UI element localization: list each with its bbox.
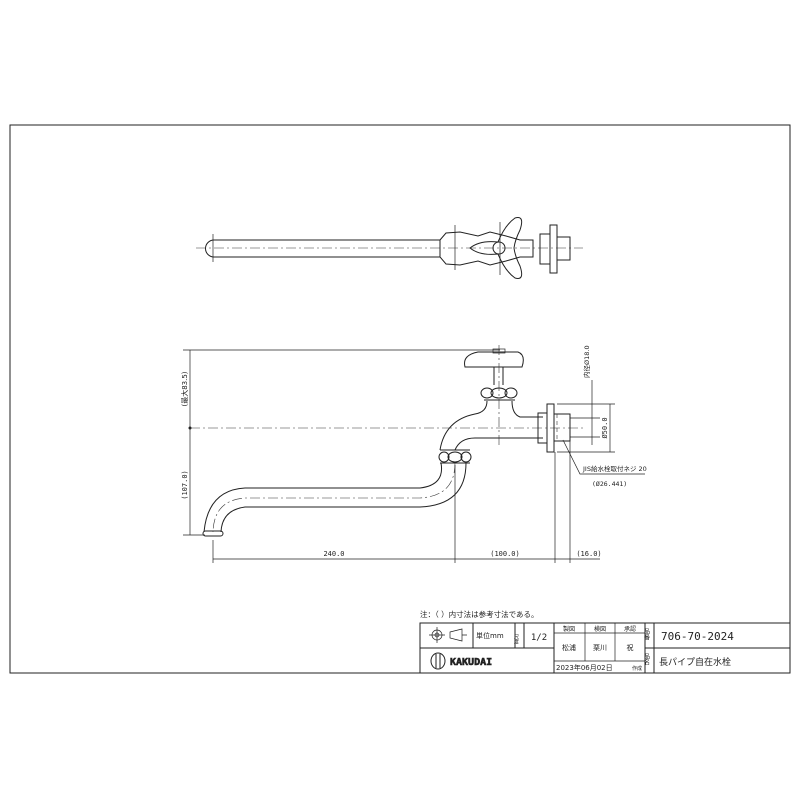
drawn-by: 松浦 [562,643,576,652]
date-suffix: 作成 [632,665,642,672]
approved-by: 祝 [627,643,634,652]
part-name-label: 品名 [643,653,650,666]
part-number: 706-70-2024 [661,630,734,643]
unit-label: 単位mm [476,631,504,640]
title-block: 単位mm 尺度 1/2 製図 検図 承認 松浦 栗川 祝 2023年06月02日… [419,622,791,674]
thread-diameter: (Ø26.441) [592,480,627,488]
dim-height-upper: (最大83.5) [180,371,189,406]
approved-label: 承認 [624,625,636,633]
dim-height-lower: (107.0) [181,470,189,500]
handle-side [464,351,524,368]
dim-spout-length: 240.0 [323,550,344,558]
scale-value: 1/2 [531,633,547,643]
drawn-label: 製図 [563,625,575,633]
kakudai-logo: KAKUDAI [430,652,492,670]
thread-spec: JIS給水栓取付ネジ 20 [582,464,647,473]
dim-inner-diameter: 内径Ø18.0 [582,345,591,378]
top-view [196,217,583,279]
date: 2023年06月02日 [556,663,613,672]
part-name: 長パイプ自在水栓 [659,656,731,668]
drawing-frame [9,124,791,674]
dim-body-length: (100.0) [490,550,520,558]
scale-label: 尺度 [513,634,519,645]
checked-by: 栗川 [593,644,607,652]
checked-label: 検図 [594,625,606,633]
dimensions: (最大83.5) (107.0) 240.0 (100.0) (16.0) Ø5… [180,345,647,563]
note-text: 注：（ ）内寸法は参考寸法である。 [420,609,539,619]
part-no-label: 品番 [643,628,650,641]
brand-name: KAKUDAI [450,657,492,668]
handle-top-view [469,217,523,279]
side-view [190,345,583,537]
dim-thread-length: (16.0) [576,550,601,558]
dim-outer-diameter: Ø50.0 [601,417,609,438]
third-angle-projection-icon [429,627,467,643]
